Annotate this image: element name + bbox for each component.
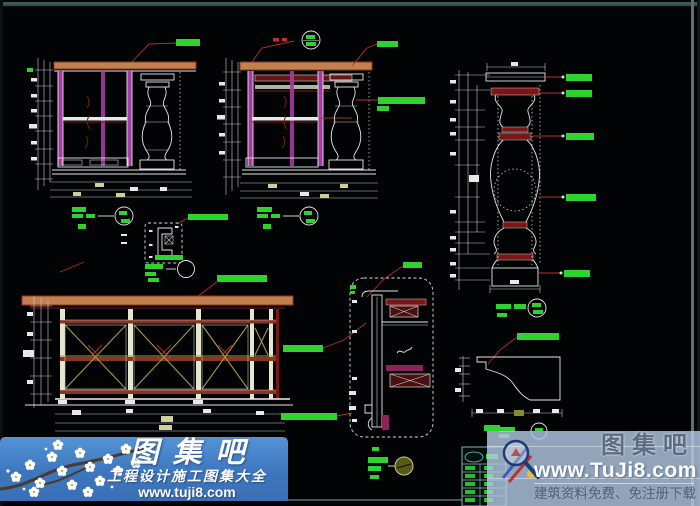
watermark-tuji8-overlay: 图集吧 www.TuJi8.com 建筑资料免费、免注册下载 <box>487 431 700 506</box>
plum-blossom-icon <box>0 439 146 497</box>
annotation-highlight <box>283 345 323 352</box>
watermark-url: www.tuji8.com <box>138 484 236 500</box>
overlay-streak <box>487 478 700 479</box>
watermark-site-name: 图集吧 <box>601 432 694 459</box>
x-bracing <box>64 324 269 390</box>
detail-title-callout-2 <box>257 206 319 229</box>
annotation-highlight <box>403 262 422 268</box>
annotation-highlight <box>217 275 267 282</box>
detail-title-callout-1 <box>72 206 134 229</box>
baluster-large-detail <box>450 62 596 365</box>
watermark-tagline: 工程设计施工图集大全 <box>107 468 267 484</box>
overlay-streak <box>487 446 700 447</box>
detail-bubble <box>527 298 547 318</box>
watermark-tagline: 建筑资料免费、免注册下载 <box>534 483 696 504</box>
annotation-highlight <box>517 333 559 340</box>
annotation-highlight <box>378 97 425 104</box>
annotation-highlight <box>176 39 200 46</box>
detail-title-callout-4 <box>496 298 547 318</box>
detail-title-callout-3 <box>145 255 195 282</box>
annotation-highlight <box>188 214 228 220</box>
post <box>58 71 63 166</box>
magnifier-logo-icon <box>501 439 540 483</box>
annotation-highlight <box>377 41 398 47</box>
counter-elevation <box>21 275 367 432</box>
watermark-tuji8-banner: 图集吧 工程设计施工图集大全 www.tuji8.com <box>0 437 288 501</box>
baluster-profile <box>139 73 175 170</box>
detail-title-callout-5 <box>368 447 414 479</box>
countertop <box>239 61 373 71</box>
watermark-site-name: 图集吧 <box>129 437 259 469</box>
detail-bubble <box>301 30 321 50</box>
detail-bubble <box>177 260 195 278</box>
cabinet-section-2 <box>217 30 425 199</box>
cabinet-section-1 <box>27 39 200 198</box>
x-marks <box>87 344 233 360</box>
countertop <box>53 61 197 70</box>
titleblock-logo <box>464 451 484 463</box>
annotation-highlight <box>281 413 337 420</box>
post-section-detail <box>349 262 434 479</box>
annotation-labels <box>533 74 596 277</box>
watermark-url: www.TuJi8.com <box>534 459 697 482</box>
small-plan-detail <box>59 222 195 282</box>
corbel-detail <box>455 356 563 440</box>
countertop <box>21 295 294 306</box>
detail-bubble <box>299 206 319 226</box>
detail-bubble <box>114 206 134 226</box>
baluster-profile <box>328 73 364 170</box>
